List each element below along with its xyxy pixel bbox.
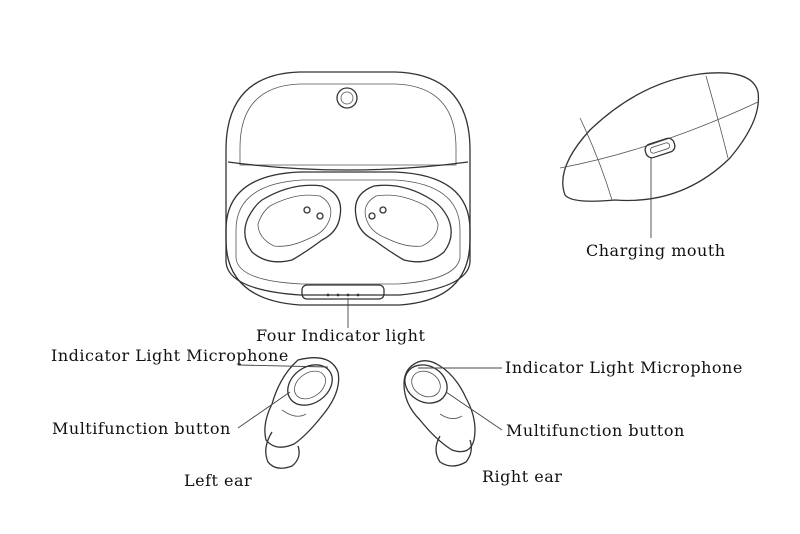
left-bud-facet [281, 409, 307, 417]
charging-port-icon [644, 137, 676, 159]
left-earbud [237, 357, 340, 469]
case-lid-edge [227, 161, 469, 171]
rear-seam-2 [559, 101, 759, 169]
label-right-ear: Right ear [482, 467, 563, 486]
right-button-inner [411, 370, 441, 398]
case-base-inner [235, 179, 461, 285]
right-button-ring [404, 364, 448, 404]
right-cavity-inner [364, 194, 439, 247]
leader-left-mic [237, 364, 329, 368]
label-four-indicator: Four Indicator light [256, 326, 426, 345]
case-base-outer [225, 171, 471, 296]
right-contact-1 [368, 212, 376, 220]
lid-latch-inner [340, 91, 354, 105]
case-lid-inner [239, 83, 457, 166]
label-left-ear: Left ear [184, 471, 253, 490]
left-contact-2 [316, 212, 324, 220]
right-earbud [403, 360, 503, 467]
four-indicator-leds [326, 293, 360, 297]
label-charging-mouth: Charging mouth [586, 241, 726, 260]
right-bud-facet [439, 413, 463, 419]
left-cavity [244, 184, 342, 263]
case-rear-view [559, 72, 760, 238]
left-button-ring [287, 364, 333, 406]
right-ear-tip [435, 435, 472, 467]
left-contact-1 [303, 206, 311, 214]
left-cavity-inner [257, 194, 332, 247]
leader-right-button [445, 391, 503, 431]
right-cavity [354, 184, 452, 263]
charging-port-inner [649, 142, 671, 154]
right-contact-2 [379, 206, 387, 214]
label-right-multifunction: Multifunction button [506, 421, 685, 440]
leader-left-button [237, 391, 291, 429]
charging-case [225, 71, 471, 328]
label-right-indicator-mic: Indicator Light Microphone [505, 358, 743, 377]
left-bud-body [264, 357, 340, 448]
lid-latch-icon [336, 87, 358, 109]
label-left-indicator-mic: Indicator Light Microphone [51, 346, 289, 365]
rear-seam-3 [705, 75, 729, 159]
case-lid-outer [225, 71, 471, 306]
left-button-inner [294, 370, 326, 400]
rear-seam-1 [579, 117, 613, 201]
indicator-strip [301, 284, 385, 300]
rear-outline [562, 72, 760, 202]
label-left-multifunction: Multifunction button [52, 419, 231, 438]
left-ear-tip [265, 431, 300, 469]
